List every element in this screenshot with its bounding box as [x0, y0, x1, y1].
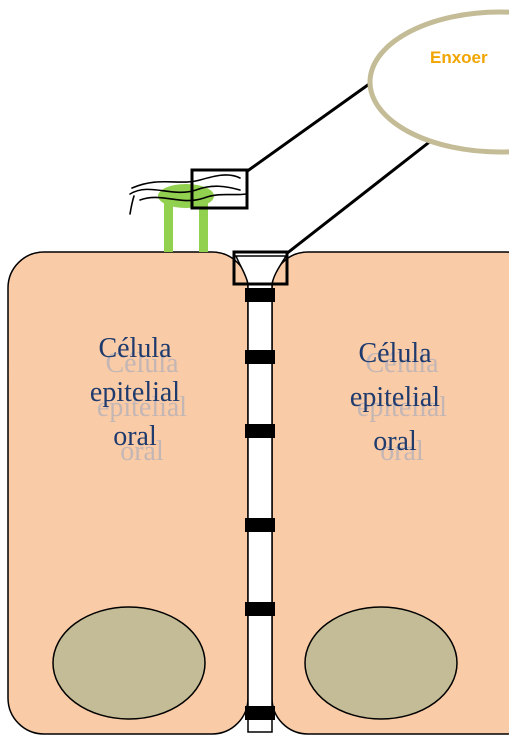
callout-bubble	[370, 12, 509, 152]
left-cell-label-line1: Célula	[98, 333, 172, 364]
callout-label: Enxoer	[430, 48, 488, 67]
junction-strip-background	[248, 282, 272, 732]
callout-connector-lower	[286, 140, 432, 254]
right-cell-label-line1: Célula	[358, 338, 432, 369]
left-cell-nucleus	[53, 607, 205, 719]
left-cell-label-line2: epitelial	[90, 377, 180, 408]
cell-junction-strip	[245, 282, 275, 732]
left-cell-label-line3: oral	[113, 421, 157, 452]
junction-block-6	[245, 706, 275, 720]
right-epithelial-cell: Célula epitelial oral Célula epitelial o…	[272, 252, 509, 734]
right-cell-label-line2: epitelial	[350, 382, 440, 413]
junction-block-5	[245, 602, 275, 616]
left-epithelial-cell: Célula epitelial oral Célula epitelial o…	[8, 252, 248, 734]
zoom-callout: Enxoer	[370, 12, 509, 152]
right-cell-label-line3: oral	[373, 426, 417, 457]
junction-block-3	[245, 424, 275, 438]
receptor-stalk-left	[164, 202, 173, 252]
right-cell-nucleus	[305, 607, 457, 719]
junction-block-2	[245, 350, 275, 364]
junction-block-4	[245, 518, 275, 532]
junction-block-1	[245, 288, 275, 302]
filament-4	[130, 196, 134, 214]
surface-receptor	[158, 184, 214, 252]
